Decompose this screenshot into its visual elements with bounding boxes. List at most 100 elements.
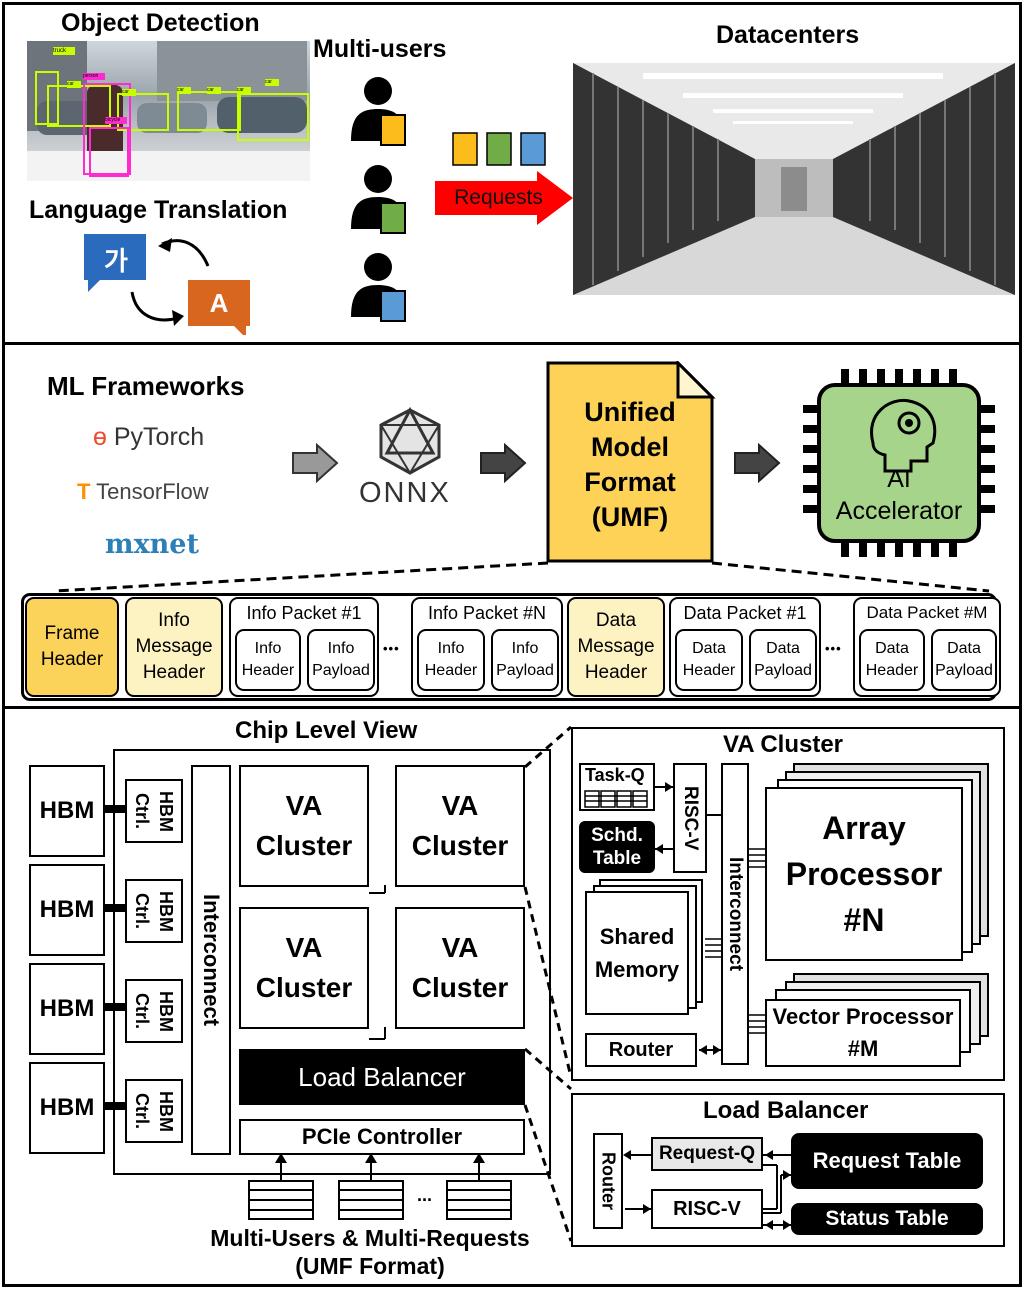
multi-users-requests-line: Multi-Users & Multi-Requests xyxy=(210,1225,530,1251)
queue-dots: ... xyxy=(417,1185,433,1205)
frame-header-line: Frame xyxy=(44,623,100,644)
request-queue: Request-Q xyxy=(651,1137,763,1171)
info-header-line: Header xyxy=(424,662,478,679)
label-bicycle: bicycle xyxy=(105,117,127,124)
array-processor-line: #N xyxy=(843,902,885,938)
data-header-line: Data xyxy=(875,640,909,657)
info-packet-1-title: Info Packet #1 xyxy=(246,602,362,623)
task-queue-slots xyxy=(584,790,648,808)
info-payload: Info Payload xyxy=(307,629,375,691)
data-payload-line: Data xyxy=(766,640,800,657)
va-cluster: VA Cluster xyxy=(239,765,369,887)
data-payload: Data Payload xyxy=(749,629,817,691)
umf-line: Unified xyxy=(584,397,676,427)
frame-header: Frame Header xyxy=(25,597,119,697)
interconnect-bar: Interconnect xyxy=(191,765,231,1155)
va-cluster: VA Cluster xyxy=(239,907,369,1029)
schd-table-line: Table xyxy=(592,848,642,869)
shared-memory-line: Shared xyxy=(599,924,675,949)
pcie-controller: PCIe Controller xyxy=(239,1119,525,1155)
label-truck: truck xyxy=(53,47,75,55)
data-payload-line: Payload xyxy=(935,662,993,679)
va-cluster-line: VA xyxy=(285,790,323,821)
data-header-line: Header xyxy=(865,662,919,679)
korean-glyph: 가 xyxy=(104,245,128,276)
language-translation-title: Language Translation xyxy=(29,196,288,224)
array-processor: Array Processor #N xyxy=(765,787,963,961)
chip-level-view-title: Chip Level View xyxy=(235,717,418,744)
info-payload-line: Info xyxy=(511,640,539,657)
interconnect-label: Interconnect xyxy=(199,893,224,1027)
info-payload-line: Payload xyxy=(312,662,370,679)
tensorflow-logo: T TensorFlow xyxy=(77,479,209,505)
multi-users-title: Multi-users xyxy=(313,35,447,63)
va-cluster-line: VA xyxy=(441,790,479,821)
ai-accelerator-label: AI Accelerator xyxy=(819,463,979,527)
va-cluster-line: VA xyxy=(441,932,479,963)
va-cluster-detail-title: VA Cluster xyxy=(723,731,844,758)
datacenter-photo xyxy=(573,63,1015,295)
status-table: Status Table xyxy=(791,1203,983,1235)
requests-arrow xyxy=(435,171,573,225)
vector-processor: Vector Processor #M xyxy=(765,999,961,1067)
pytorch-flame-icon: ɵ xyxy=(93,423,107,451)
ai-chip-icon xyxy=(803,369,995,557)
umf-expansion-lines xyxy=(54,561,990,593)
arrow-right-icon xyxy=(292,443,339,483)
request-table: Request Table xyxy=(791,1133,983,1189)
ellipsis: ••• xyxy=(825,641,842,656)
hbm-ctrl-label: HBM Ctrl. xyxy=(132,890,176,932)
array-processor-line: Array xyxy=(822,810,906,846)
info-message-header-line: Info xyxy=(158,610,190,631)
ml-frameworks-title: ML Frameworks xyxy=(47,371,245,401)
router-link xyxy=(699,1045,721,1055)
info-payload: Info Payload xyxy=(491,629,559,691)
umf-line: Model xyxy=(591,432,669,462)
hbm-ctrl-label: HBM Ctrl. xyxy=(132,990,176,1032)
zoom-lines xyxy=(523,725,573,1242)
arrow-right-icon xyxy=(734,443,781,483)
cluster-links xyxy=(369,885,386,1040)
hbm-ctrl: HBM Ctrl. xyxy=(125,779,183,843)
task-queue-label: Task-Q xyxy=(585,765,645,785)
va-router: Router xyxy=(585,1033,697,1067)
label-car: car xyxy=(67,81,81,88)
data-packet-1-title: Data Packet #1 xyxy=(683,602,807,623)
umf-document-icon xyxy=(546,361,716,563)
array-processor-line: Processor xyxy=(785,856,943,892)
info-header: Info Header xyxy=(417,629,485,691)
frame-header-line: Header xyxy=(40,649,104,670)
info-message-header-line: Message xyxy=(135,636,213,657)
va-interconnect-label: Interconnect xyxy=(725,856,746,972)
label-car: car xyxy=(177,87,191,94)
tensorflow-icon: T xyxy=(77,479,91,504)
load-balancer-links xyxy=(623,1150,791,1230)
data-header-line: Data xyxy=(692,640,726,657)
hbm-ctrl: HBM Ctrl. xyxy=(125,1079,183,1143)
info-packet-1: Info Packet #1 Info Header Info Payload xyxy=(229,597,379,697)
label-car: car xyxy=(237,87,251,94)
shared-memory: Shared Memory xyxy=(585,891,689,1015)
umf-line: Format xyxy=(584,467,676,497)
multi-users-requests-label: Multi-Users & Multi-Requests (UMF Format… xyxy=(175,1223,565,1281)
onnx-logo-icon xyxy=(379,407,441,475)
architecture-panel: Chip Level View HBM HBM HBM HBM HBM Ctrl… xyxy=(2,706,1022,1287)
onnx-label: ONNX xyxy=(359,477,451,509)
risc-v-core: RISC-V xyxy=(673,763,707,873)
risc-v-links xyxy=(655,782,673,854)
interconnect-arrows xyxy=(705,814,765,1034)
english-glyph: A xyxy=(209,287,229,318)
data-header-line: Header xyxy=(682,662,736,679)
data-packet-1: Data Packet #1 Data Header Data Payload xyxy=(669,597,821,697)
lb-risc-v: RISC-V xyxy=(651,1189,763,1229)
info-payload-line: Info xyxy=(327,640,355,657)
info-header: Info Header xyxy=(235,629,301,691)
va-cluster-line: Cluster xyxy=(411,972,509,1003)
hbm-ctrl: HBM Ctrl. xyxy=(125,879,183,943)
shared-memory-line: Memory xyxy=(594,957,680,982)
ellipsis: ••• xyxy=(383,641,400,656)
label-car: car xyxy=(207,87,221,94)
request-files-icon xyxy=(452,132,546,166)
info-payload-line: Payload xyxy=(496,662,554,679)
info-header-line: Header xyxy=(241,662,295,679)
